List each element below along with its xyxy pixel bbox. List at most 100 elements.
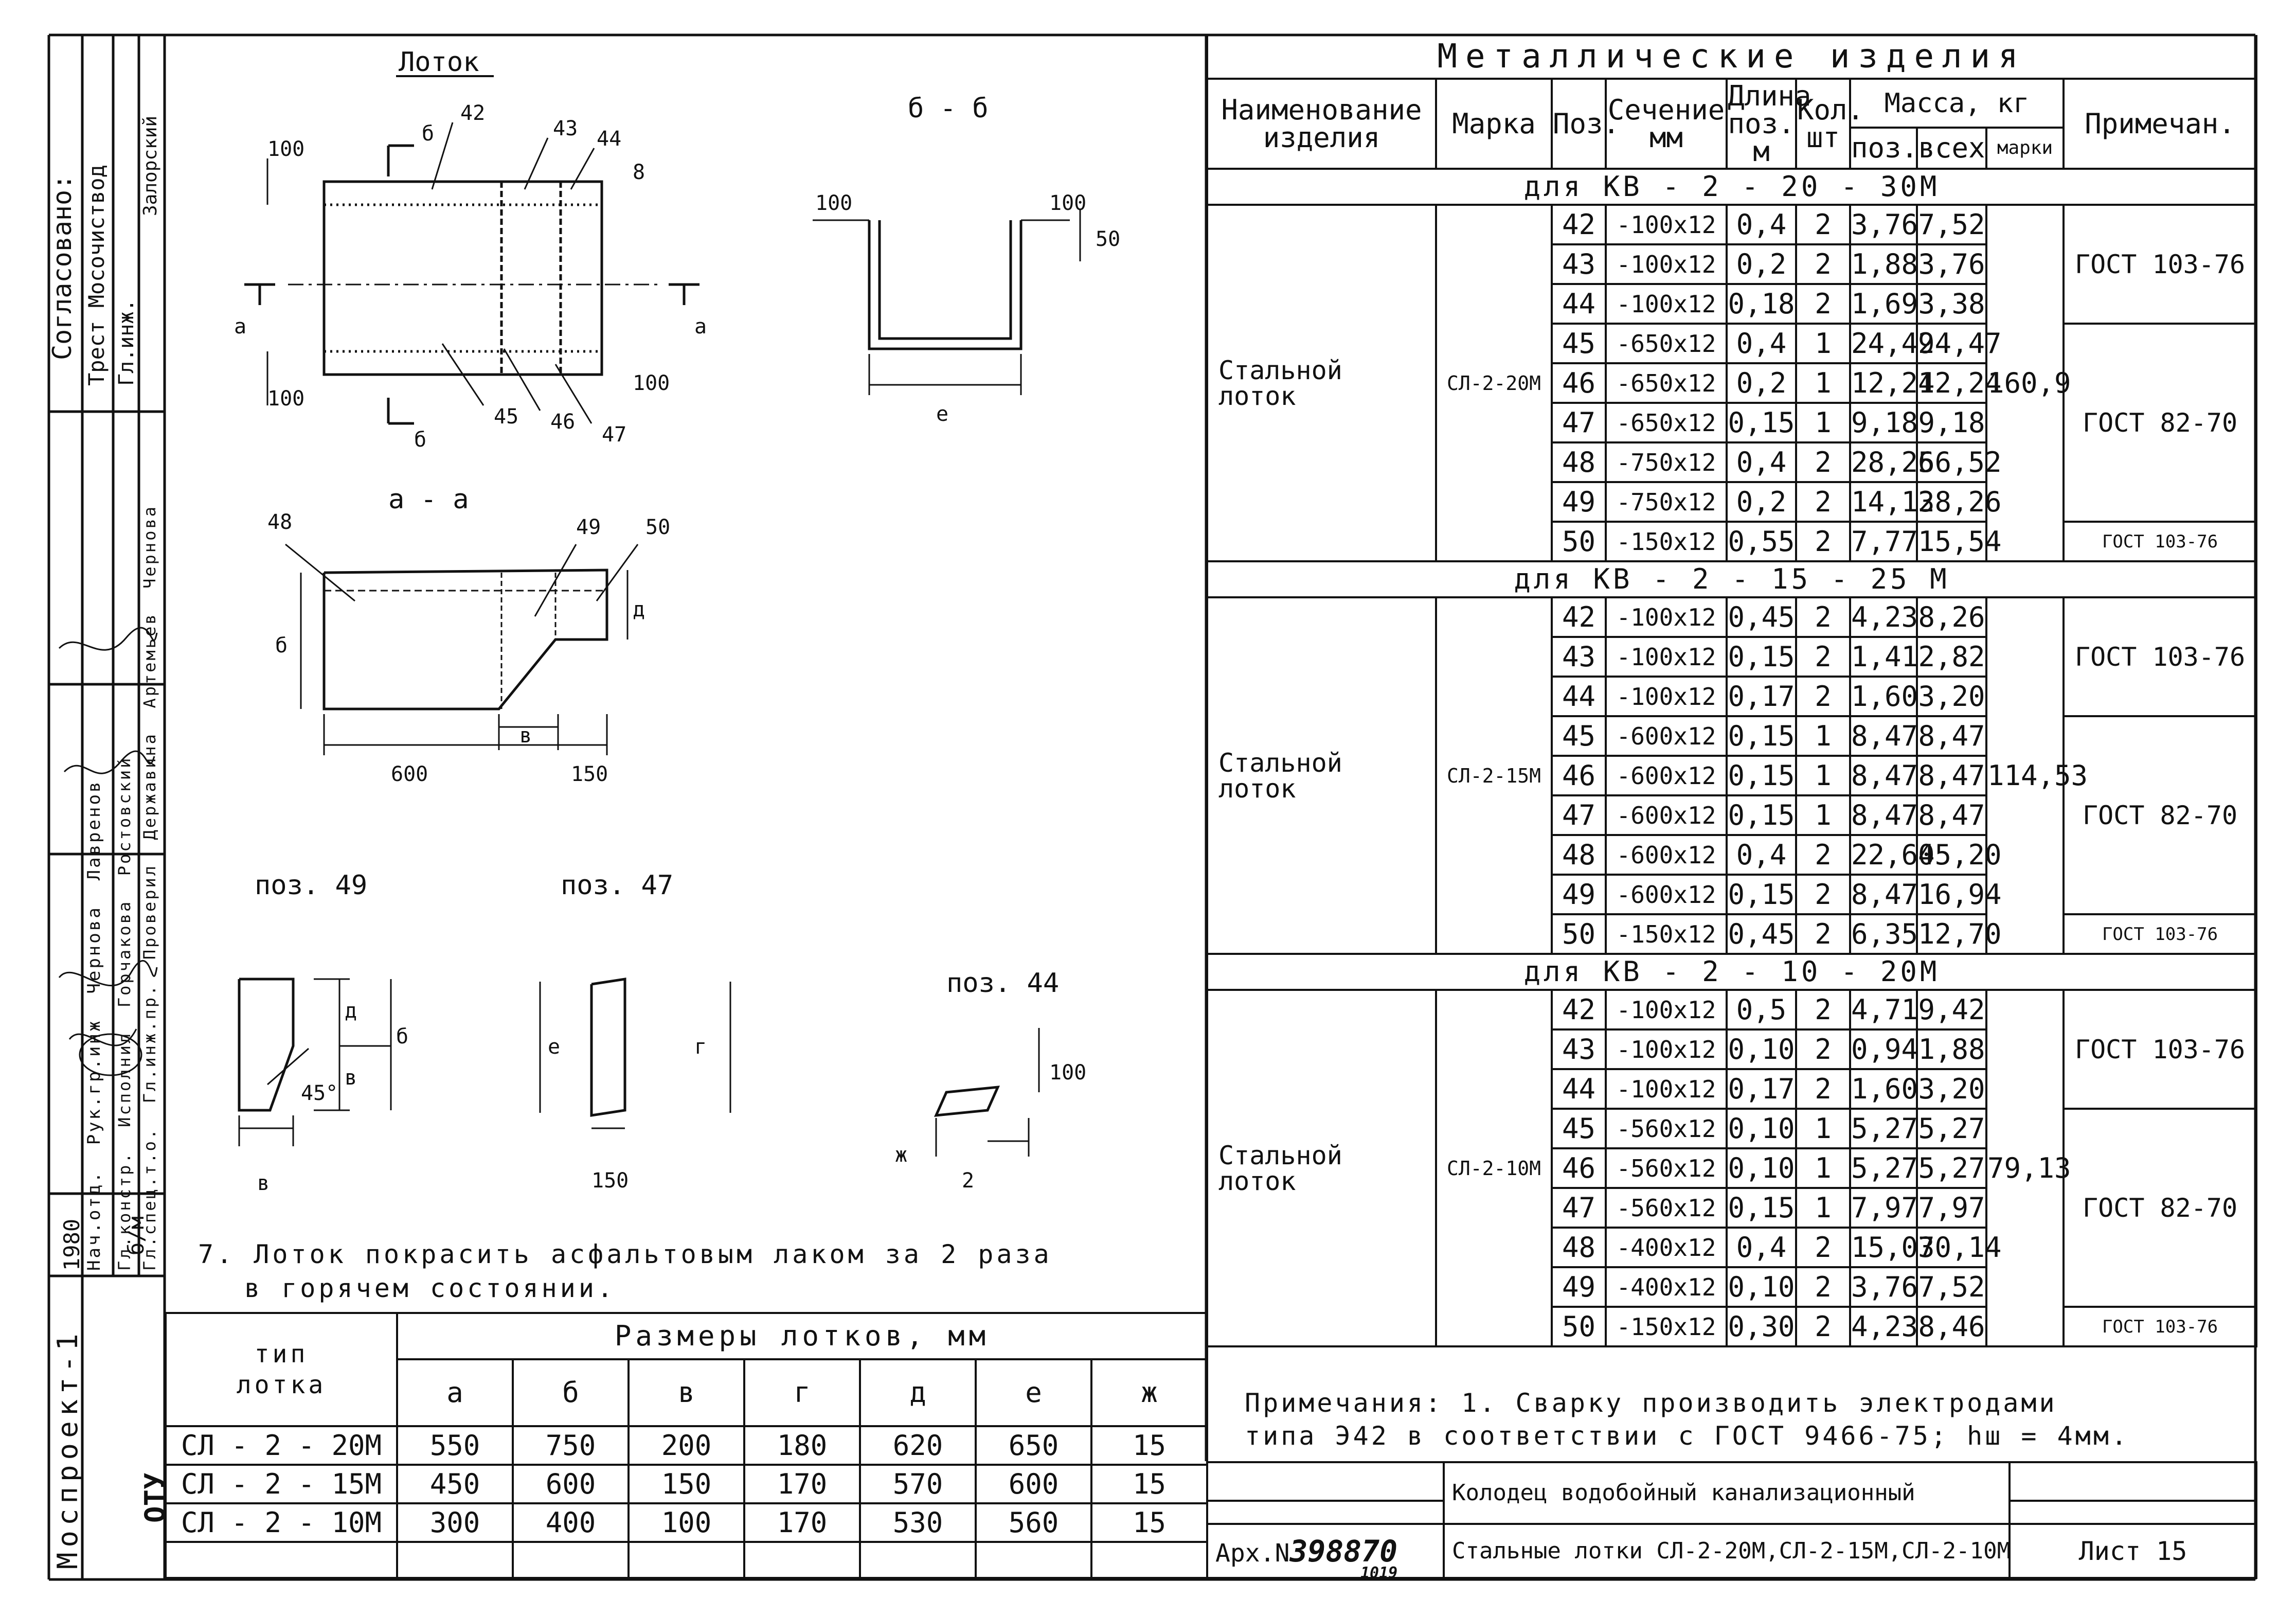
item-mark: СЛ-2-20М — [1435, 204, 1553, 562]
cell: 2 — [1795, 1266, 1851, 1308]
cell: 600 — [512, 1464, 630, 1504]
dim-150: 150 — [571, 762, 608, 786]
cell: 28,26 — [1916, 481, 2002, 523]
cell: 2 — [1795, 441, 1851, 483]
cell: 2 — [1795, 1028, 1851, 1070]
cell: -100х12 — [1605, 636, 1728, 678]
spec-table: Металлические изделия Наименование издел… — [1206, 35, 2258, 1347]
hdr-qty: Кол. шт — [1795, 78, 1864, 170]
cell: 8,47 — [1916, 715, 1987, 757]
cell: 28,26 — [1849, 441, 1935, 483]
table-row: СЛ - 2 - 20М 550 750 200 180 620 650 15 — [165, 1425, 1209, 1466]
cell: 560 — [975, 1502, 1092, 1543]
cell: 0,4 — [1726, 1227, 1797, 1268]
table-row: СЛ - 2 - 15М 450 600 150 170 570 600 15 — [165, 1464, 1209, 1504]
cell: 5,27 — [1849, 1147, 1918, 1189]
dim-v-49: в — [257, 1171, 270, 1195]
cell: 47 — [1551, 402, 1607, 443]
cell: 0,4 — [1726, 323, 1797, 364]
cell: -750х12 — [1605, 441, 1728, 483]
dim-8: 8 — [633, 161, 645, 184]
tray-title: Лоток — [399, 47, 479, 78]
cell: 300 — [396, 1502, 514, 1543]
cell: 12,24 — [1916, 362, 2002, 404]
cell: -100х12 — [1605, 243, 1728, 285]
footnote: Примечания: 1. Сварку производить электр… — [1245, 1387, 2253, 1452]
label-48: 48 — [267, 510, 292, 534]
cell: 0,5 — [1726, 989, 1797, 1031]
dim-e: е — [936, 402, 948, 426]
dim-50: 50 — [1096, 227, 1120, 251]
item-mark: СЛ-2-15М — [1435, 596, 1553, 955]
arch-sub: 1019 — [1360, 1564, 1398, 1582]
cell: 1 — [1795, 362, 1851, 404]
gost-note: ГОСТ 103-76 — [2062, 913, 2258, 955]
cell: -560х12 — [1605, 1147, 1728, 1189]
spec-group-label: для КВ - 2 - 10 - 20М — [1206, 953, 2258, 991]
cell: 5,27 — [1916, 1108, 1987, 1149]
cell: -100х12 — [1605, 989, 1728, 1031]
cell: 3,20 — [1916, 1068, 1987, 1110]
cell: 2 — [1795, 243, 1851, 285]
org-line-3: Залорский — [140, 62, 165, 216]
cell: 9,18 — [1849, 402, 1918, 443]
cell: -100х12 — [1605, 1068, 1728, 1110]
role-text: Чернова — [140, 505, 159, 589]
cell: 1 — [1795, 323, 1851, 364]
cell: 3,38 — [1916, 283, 1987, 325]
hdr-mass-mark: марки — [1985, 127, 2065, 170]
gost-note: ГОСТ 82-70 — [2062, 715, 2258, 915]
cell: 30,14 — [1916, 1227, 2002, 1268]
gost-note: ГОСТ 82-70 — [2062, 323, 2258, 523]
hdr-mass-all: всех — [1916, 127, 1987, 170]
section-bb-title: б - б — [908, 93, 989, 124]
cell: 2 — [1795, 521, 1851, 562]
cell: 8,26 — [1916, 596, 1987, 638]
cell: -100х12 — [1605, 596, 1728, 638]
cell: 16,94 — [1916, 874, 2002, 915]
cell: 0,15 — [1726, 636, 1797, 678]
arch-number: Арх.N398870 — [1206, 1523, 1445, 1579]
cell: 5,27 — [1849, 1108, 1918, 1149]
cell: 15 — [1090, 1425, 1209, 1466]
cell: 0,2 — [1726, 481, 1797, 523]
dim-100-right-bottom: 100 — [633, 371, 670, 395]
cell: 7,97 — [1916, 1187, 1987, 1229]
cell: 200 — [627, 1425, 745, 1466]
cell: 2 — [1795, 1068, 1851, 1110]
cell: 0,15 — [1726, 715, 1797, 757]
cell: 45 — [1551, 715, 1607, 757]
hdr-name: Наименование изделия — [1206, 78, 1437, 170]
hdr-pos: Поз. — [1551, 78, 1620, 170]
cell: 2 — [1795, 989, 1851, 1031]
cell: 170 — [743, 1502, 861, 1543]
org-text: Моспроект-1 — [51, 1328, 84, 1569]
cell: -100х12 — [1605, 676, 1728, 717]
unit-label: б/м — [123, 1194, 149, 1255]
cell: 2 — [1795, 874, 1851, 915]
approved-title: Согласовано: — [47, 174, 77, 360]
label-45: 45 — [494, 405, 518, 429]
cell: 49 — [1551, 481, 1607, 523]
hdr-mark: Марка — [1435, 78, 1553, 170]
arch-label: Арх.N — [1215, 1538, 1290, 1568]
cell: 0,4 — [1726, 441, 1797, 483]
cell: 44 — [1551, 283, 1607, 325]
cell: 48 — [1551, 1227, 1607, 1268]
cell: 0,18 — [1726, 283, 1797, 325]
item-mark: СЛ-2-10М — [1435, 989, 1553, 1347]
year-text: 1980 — [59, 1218, 84, 1271]
pos44-title: поз. 44 — [946, 968, 1059, 999]
label-50: 50 — [645, 516, 670, 539]
approved-label: Согласовано: — [47, 31, 78, 360]
table-row-empty — [165, 1541, 1209, 1579]
cell: -100х12 — [1605, 1028, 1728, 1070]
